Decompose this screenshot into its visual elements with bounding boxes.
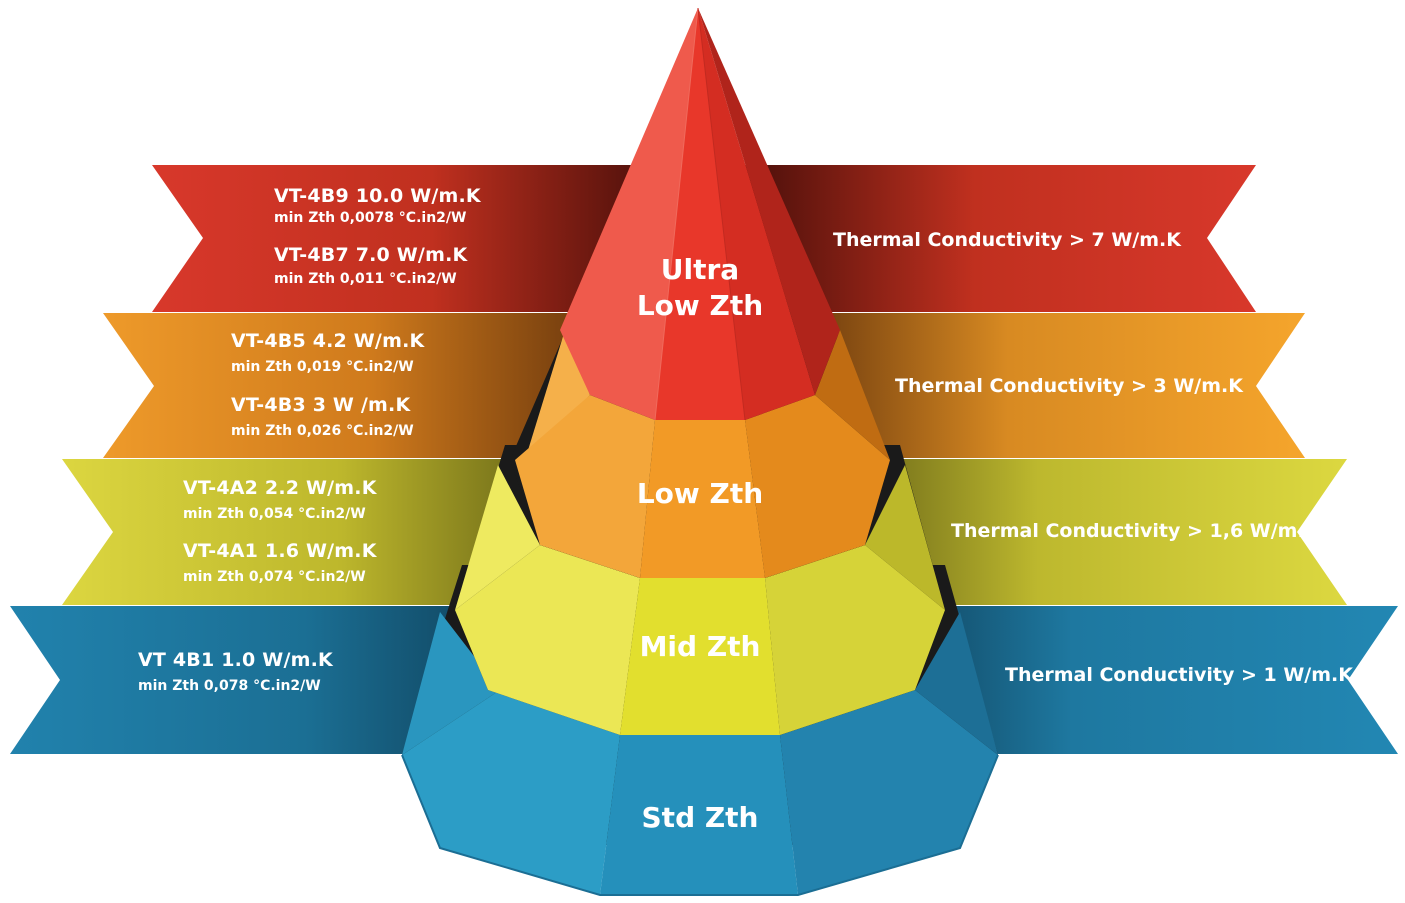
product-zth: min Zth 0,078 °C.in2/W [138, 678, 321, 694]
product-zth: min Zth 0,0078 °C.in2/W [274, 210, 467, 226]
product-title: VT 4B1 1.0 W/m.K [138, 649, 333, 671]
ribbon-red-left [152, 165, 660, 312]
tier-name-line2: Low Zth [636, 289, 764, 322]
product-zth: min Zth 0,011 °C.in2/W [274, 271, 457, 287]
ribbon-red [152, 165, 1256, 312]
product-title: VT-4B3 3 W /m.K [231, 394, 411, 416]
tier-name-std-zth: Std Zth [641, 801, 759, 834]
tier-name-mid-zth: Mid Zth [639, 630, 761, 663]
conductivity-label-ultra-low-zth: Thermal Conductivity > 7 W/m.K [833, 229, 1181, 251]
product-title: VT-4B7 7.0 W/m.K [274, 244, 468, 266]
product-zth: min Zth 0,019 °C.in2/W [231, 359, 414, 375]
product-title: VT-4A1 1.6 W/m.K [183, 540, 377, 562]
product-title: VT-4B5 4.2 W/m.K [231, 330, 425, 352]
conductivity-label-low-zth: Thermal Conductivity > 3 W/m.K [895, 375, 1243, 397]
ribbon-orange [103, 313, 1305, 458]
tier-name-ultra-low-zth: Ultra Low Zth [600, 252, 800, 324]
ribbon-red-right [745, 165, 1256, 312]
tier-ultra-low-zth [560, 7, 840, 421]
conductivity-label-mid-zth: Thermal Conductivity > 1,6 W/m.K [951, 520, 1320, 542]
product-title: VT-4B9 10.0 W/m.K [274, 185, 481, 207]
tier-name-line1: Ultra [660, 253, 740, 286]
product-zth: min Zth 0,026 °C.in2/W [231, 423, 414, 439]
product-zth: min Zth 0,054 °C.in2/W [183, 506, 366, 522]
product-title: VT-4A2 2.2 W/m.K [183, 477, 377, 499]
tier-name-low-zth: Low Zth [636, 477, 764, 510]
product-zth: min Zth 0,074 °C.in2/W [183, 569, 366, 585]
conductivity-label-std-zth: Thermal Conductivity > 1 W/m.K [1005, 664, 1353, 686]
ribbon-orange-left [103, 313, 640, 458]
ribbon-orange-right [765, 313, 1305, 458]
